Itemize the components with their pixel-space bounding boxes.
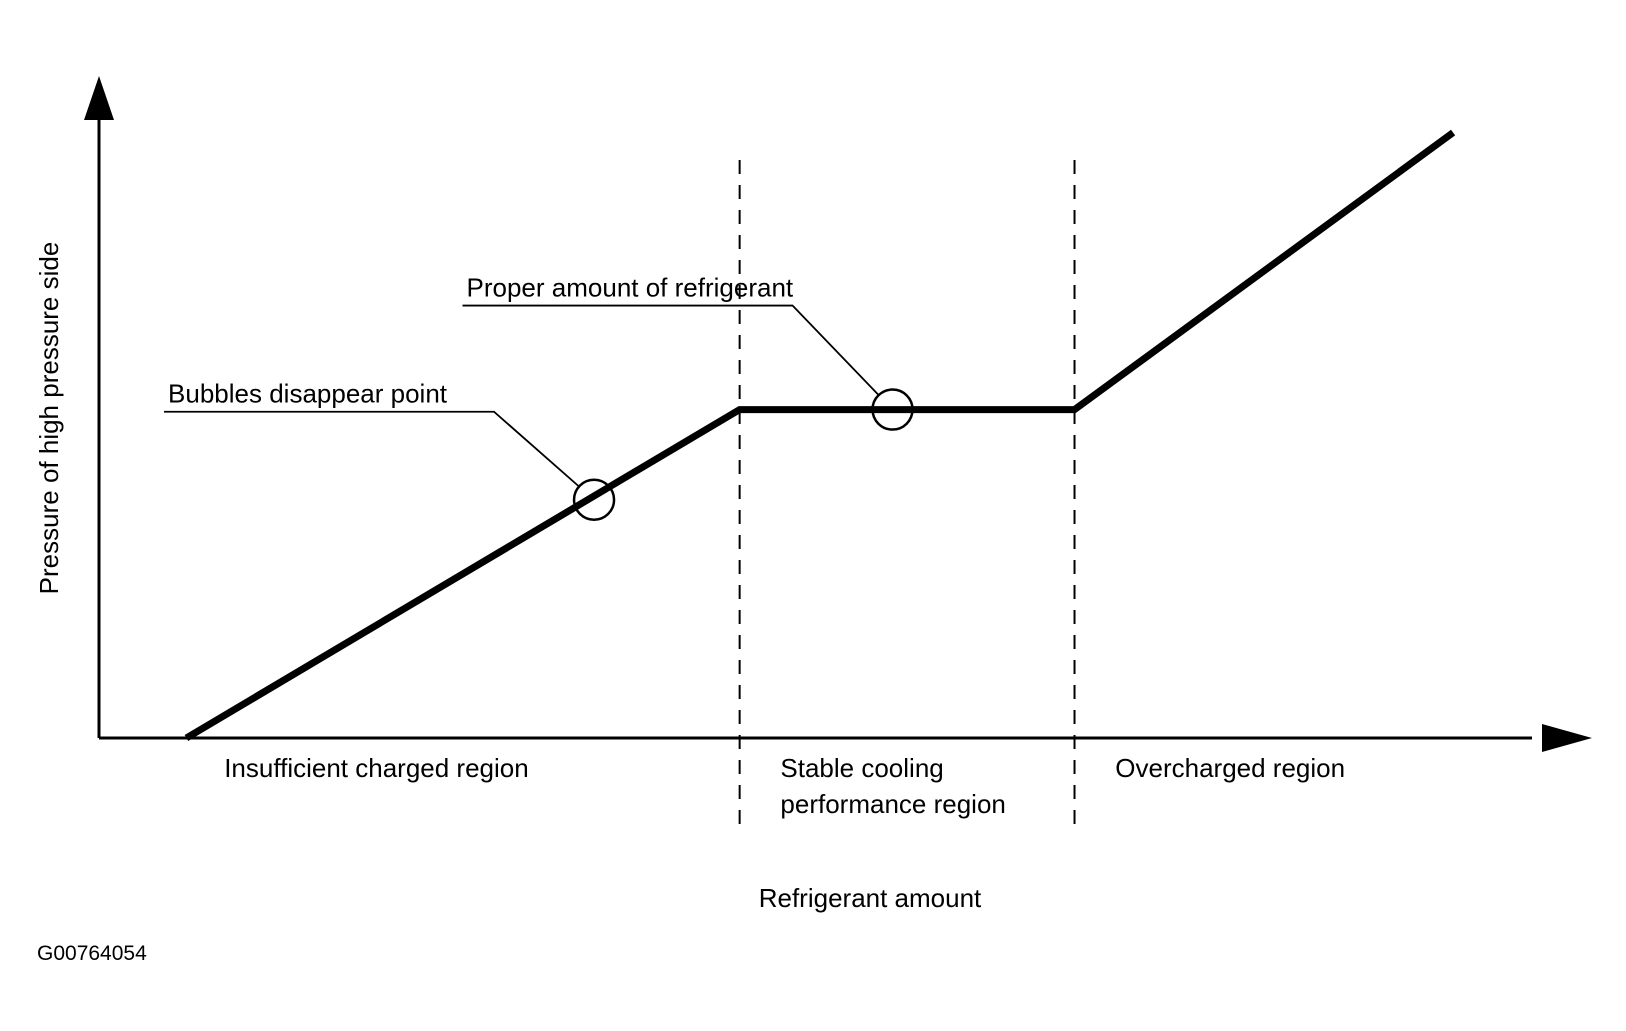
annotation-leader-line <box>462 304 880 396</box>
axes <box>84 76 1592 752</box>
annotation: Proper amount of refrigerant <box>462 273 914 431</box>
annotation-leader-line <box>164 410 580 488</box>
x-axis-arrowhead <box>1542 724 1592 752</box>
y-axis-arrowhead <box>84 76 114 120</box>
figure-code: G00764054 <box>37 942 147 965</box>
region-boundaries <box>738 160 1076 832</box>
annotation: Bubbles disappear point <box>164 379 616 521</box>
x-axis-label: Refrigerant amount <box>759 883 982 913</box>
series <box>184 129 1456 742</box>
region-label-line: performance region <box>780 789 1005 819</box>
y-axis-label: Pressure of high pressure side <box>34 242 64 595</box>
pressure-curve <box>184 129 1456 742</box>
annotations: Bubbles disappear point Proper amount of … <box>164 273 914 521</box>
annotation-marker-circle <box>572 478 616 521</box>
region-label-line: Overcharged region <box>1115 753 1345 783</box>
region-label: Overcharged region <box>1115 753 1345 783</box>
region-label-line: Insufficient charged region <box>224 753 529 783</box>
annotation-marker-circle <box>871 388 914 431</box>
region-label: Stable cooling performance region <box>780 753 1005 819</box>
region-label: Insufficient charged region <box>224 753 529 783</box>
region-labels: Insufficient charged region Stable coolin… <box>224 753 1345 819</box>
annotation-label: Proper amount of refrigerant <box>467 273 794 303</box>
region-label-line: Stable cooling <box>780 753 943 783</box>
annotation-label: Bubbles disappear point <box>168 379 448 409</box>
